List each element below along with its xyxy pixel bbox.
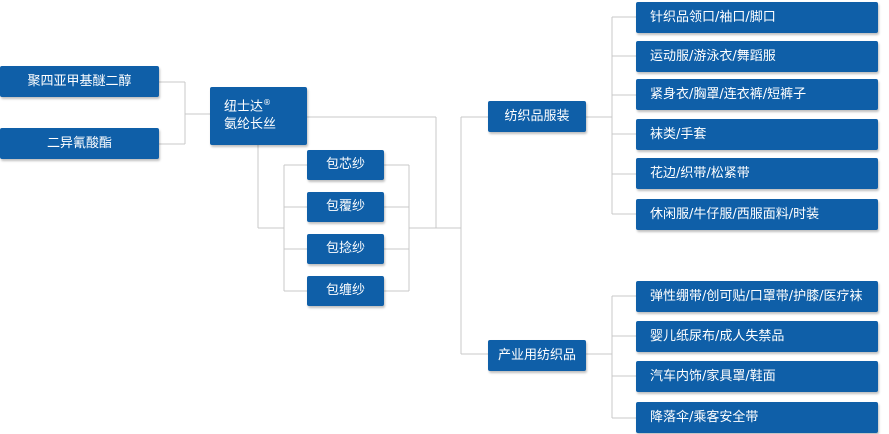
main-product-box: 纽士达® 氨纶长丝 xyxy=(210,87,307,145)
application-label: 婴儿纸尿布/成人失禁品 xyxy=(650,328,785,344)
material-box-ptmg: 聚四亚甲基醚二醇 xyxy=(0,66,159,97)
application-label: 针织品领口/袖口/脚口 xyxy=(650,9,776,25)
yarn-label: 包芯纱 xyxy=(325,157,365,173)
application-label: 紧身衣/胸罩/连衣裤/短裤子 xyxy=(650,86,807,102)
yarn-box-covered: 包覆纱 xyxy=(307,192,384,222)
yarn-box-wrapped: 包缠纱 xyxy=(307,276,384,306)
application-box: 花边/织带/松紧带 xyxy=(636,158,878,189)
material-box-diisocyanate: 二异氰酸酯 xyxy=(0,128,159,159)
main-product-name: 纽士达 xyxy=(224,99,264,115)
category-label: 纺织品服装 xyxy=(504,108,570,124)
application-box: 袜类/手套 xyxy=(636,119,878,150)
application-box: 运动服/游泳衣/舞蹈服 xyxy=(636,41,878,72)
category-label: 产业用纺织品 xyxy=(497,347,576,363)
application-box: 弹性绷带/创可贴/口罩带/护膝/医疗袜 xyxy=(636,281,878,312)
category-box-apparel: 纺织品服装 xyxy=(488,101,586,132)
application-label: 袜类/手套 xyxy=(650,126,707,142)
application-box: 婴儿纸尿布/成人失禁品 xyxy=(636,321,878,352)
application-label: 汽车内饰/家具罩/鞋面 xyxy=(650,368,776,384)
registered-mark: ® xyxy=(263,98,272,108)
category-box-industrial: 产业用纺织品 xyxy=(488,340,586,371)
application-box: 汽车内饰/家具罩/鞋面 xyxy=(636,361,878,392)
yarn-label: 包覆纱 xyxy=(325,199,365,215)
application-label: 花边/织带/松紧带 xyxy=(650,165,750,181)
yarn-box-core-spun: 包芯纱 xyxy=(307,150,384,180)
application-box: 休闲服/牛仔服/西服面料/时装 xyxy=(636,199,878,230)
application-box: 紧身衣/胸罩/连衣裤/短裤子 xyxy=(636,79,878,110)
main-product-title: 纽士达® xyxy=(224,98,271,116)
yarn-label: 包捻纱 xyxy=(325,241,365,257)
application-label: 降落伞/乘客安全带 xyxy=(650,409,759,425)
application-label: 运动服/游泳衣/舞蹈服 xyxy=(650,48,776,64)
yarn-box-twisted: 包捻纱 xyxy=(307,234,384,264)
yarn-label: 包缠纱 xyxy=(325,283,365,299)
material-label: 聚四亚甲基醚二醇 xyxy=(27,73,132,89)
material-label: 二异氰酸酯 xyxy=(46,135,112,151)
application-label: 弹性绷带/创可贴/口罩带/护膝/医疗袜 xyxy=(650,288,863,304)
application-label: 休闲服/牛仔服/西服面料/时装 xyxy=(650,206,820,222)
application-box: 降落伞/乘客安全带 xyxy=(636,402,878,433)
main-product-subtitle: 氨纶长丝 xyxy=(224,117,277,133)
application-box: 针织品领口/袖口/脚口 xyxy=(636,2,878,33)
